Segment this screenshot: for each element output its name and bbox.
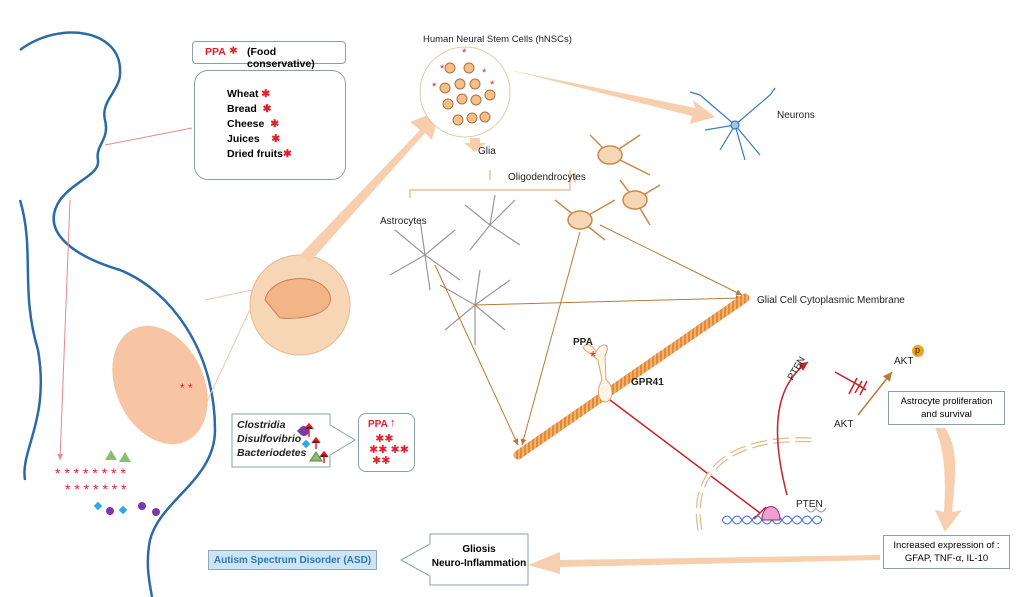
proliferation-line-1: Astrocyte proliferation bbox=[900, 396, 993, 407]
food-conservative-label: (Food conservative) bbox=[247, 46, 315, 70]
asd-box: Autism Spectrum Disorder (ASD) bbox=[208, 550, 377, 570]
gliosis-label: Gliosis Neuro-Inflammation bbox=[430, 543, 528, 571]
bacteria-list: Clostridia Disulfovibrio Bacteriodetes bbox=[237, 418, 306, 460]
mother-silhouette bbox=[19, 31, 217, 597]
gpr41-label: GPR41 bbox=[631, 377, 664, 388]
svg-text:*: * bbox=[482, 67, 487, 79]
asterisk-icon: ✱ bbox=[229, 45, 238, 57]
gut-microbes: * * * * * * * * * * * * * * * bbox=[55, 450, 160, 516]
food-item-wheat: Wheat ✱ bbox=[227, 88, 271, 100]
astrocyte-images bbox=[389, 194, 521, 345]
arrow-brain-to-hnsc bbox=[300, 110, 440, 262]
svg-text:*: * bbox=[440, 63, 445, 75]
expression-line-2: GFAP, TNF-α, IL-10 bbox=[904, 553, 989, 564]
glial-membrane bbox=[513, 293, 750, 460]
ppa-increase-label: PPA bbox=[368, 419, 388, 430]
expression-box: Increased expression of : GFAP, TNF-α, I… bbox=[883, 535, 1010, 569]
svg-text:*: * bbox=[490, 79, 495, 91]
gliosis-arrow-box bbox=[399, 533, 529, 586]
proliferation-line-2: and survival bbox=[921, 409, 972, 420]
glia-label: Glia bbox=[478, 146, 496, 157]
back-silhouette bbox=[18, 199, 43, 481]
membrane-label: Glial Cell Cytoplasmic Membrane bbox=[757, 295, 905, 306]
ppa-asterisks: ✱✱✱✱ ✱✱ ✱✱ bbox=[369, 433, 409, 467]
uterus bbox=[112, 325, 208, 445]
phospho-p-label: p bbox=[915, 345, 921, 355]
svg-text:*: * bbox=[590, 349, 596, 366]
oligodendrocytes-label: Oligodendrocytes bbox=[508, 172, 586, 183]
svg-text:* * * * * * *: * * * * * * * bbox=[65, 481, 127, 497]
ppa-receptor-label: PPA bbox=[573, 337, 593, 348]
neurons-label: Neurons bbox=[777, 110, 815, 121]
svg-text:* *: * * bbox=[180, 381, 193, 395]
up-arrow-icon: ↑ bbox=[390, 417, 396, 429]
bacteria-clostridia: Clostridia bbox=[237, 419, 286, 431]
svg-text:*: * bbox=[432, 81, 437, 93]
gpr41-receptor bbox=[583, 344, 613, 403]
akt-label: AKT bbox=[834, 419, 854, 430]
neuron-image bbox=[689, 87, 776, 161]
gliosis-line-2: Neuro-Inflammation bbox=[431, 558, 527, 569]
proliferation-box: Astrocyte proliferation and survival bbox=[888, 391, 1005, 425]
arrow-proliferation-to-expression bbox=[935, 428, 962, 532]
svg-text:*: * bbox=[462, 47, 467, 59]
hnsc-label: Human Neural Stem Cells (hNSCs) bbox=[423, 34, 572, 45]
oligodendrocyte-images bbox=[554, 134, 661, 241]
gliosis-line-1: Gliosis bbox=[462, 544, 496, 555]
akt-phosphorylated-label: AKT bbox=[894, 356, 914, 367]
astrocytes-label: Astrocytes bbox=[380, 216, 427, 227]
food-item-juices: Juices ✱ bbox=[227, 133, 281, 145]
bacteria-disulfovibrio: Disulfovibrio bbox=[237, 433, 302, 445]
arrow-to-neurons bbox=[510, 70, 715, 124]
ppa-label: PPA bbox=[205, 46, 226, 58]
ppa-title-box: PPA ✱ (Food conservative) bbox=[192, 41, 346, 70]
svg-text:* * * * * * * *: * * * * * * * * bbox=[55, 465, 126, 481]
food-item-cheese: Cheese ✱ bbox=[227, 118, 280, 130]
pten-gene-label: PTEN bbox=[796, 499, 823, 510]
bacteria-bacteriodetes: Bacteriodetes bbox=[237, 447, 307, 459]
expression-line-1: Increased expression of : bbox=[893, 540, 1000, 551]
food-item-bread: Bread ✱ bbox=[227, 103, 272, 115]
arrow-expression-to-gliosis bbox=[528, 552, 880, 574]
food-list-box: Wheat ✱ Bread ✱ Cheese ✱ Juices ✱ Dried … bbox=[194, 70, 346, 180]
phospho-badge bbox=[912, 345, 924, 357]
ppa-increase-box: PPA ↑ ✱✱✱✱ ✱✱ ✱✱ bbox=[358, 413, 415, 472]
food-item-dried-fruits: Dried fruits✱ bbox=[227, 148, 292, 160]
